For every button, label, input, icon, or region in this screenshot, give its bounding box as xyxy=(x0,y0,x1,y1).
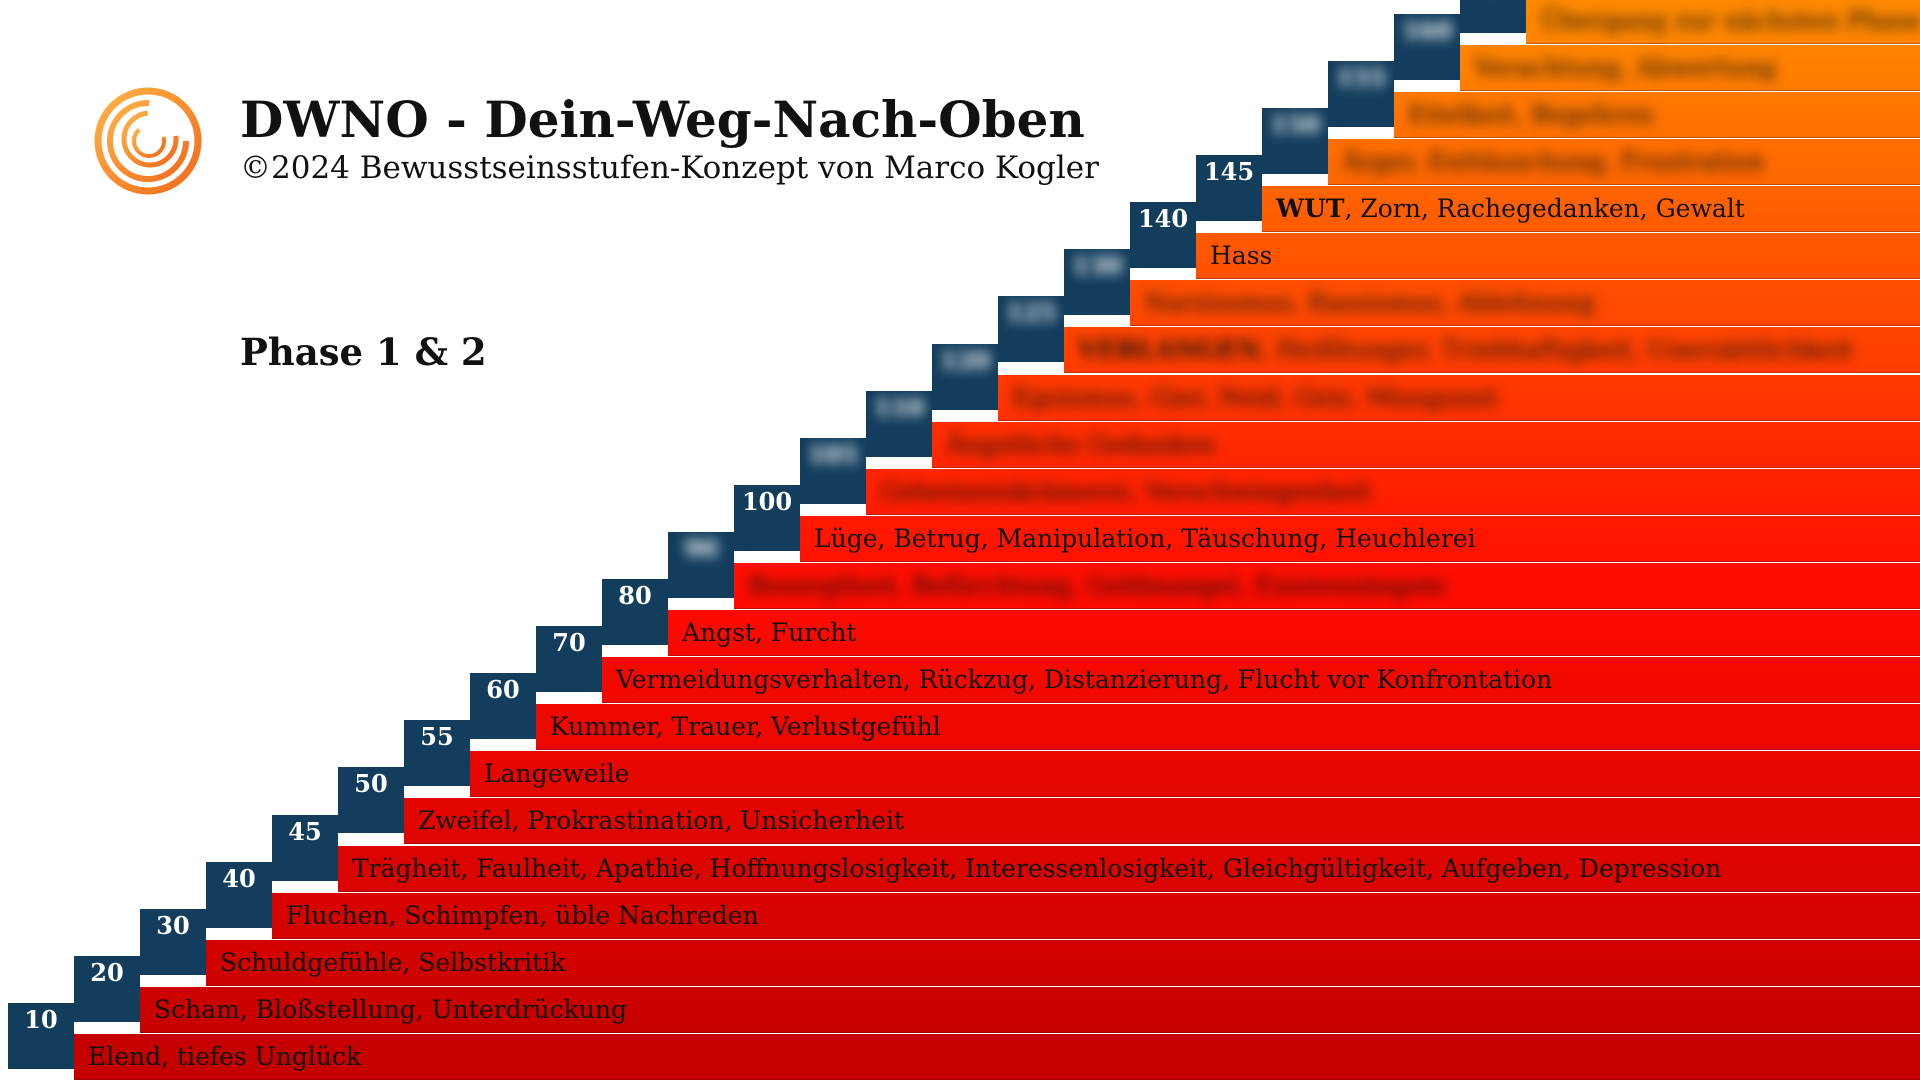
stair-level-number: 150 xyxy=(1269,110,1321,139)
stair-level-box: 60 xyxy=(470,673,536,739)
stair-row-bar: Eitelkeit, Begehren xyxy=(1394,92,1920,138)
stair-level-number: 160 xyxy=(1401,16,1453,45)
stair-level-number: 140 xyxy=(1137,204,1189,233)
stair-level-number: 90 xyxy=(684,534,718,563)
stair-row-bar: Kummer, Trauer, Verlustgefühl xyxy=(536,704,1920,750)
stair-row-bar: Elend, tiefes Unglück xyxy=(74,1034,1920,1080)
stair-level-box: 105 xyxy=(800,438,866,504)
stair-row-bar: Ärger, Enttäuschung, Frustration xyxy=(1328,139,1920,185)
stair-level-number: 145 xyxy=(1203,157,1255,186)
stair-level-box: 130 xyxy=(1064,249,1130,315)
stair-level-box: 70 xyxy=(536,626,602,692)
stair-level-box: 20 xyxy=(74,956,140,1022)
stair-description: Hass xyxy=(1210,241,1273,270)
stair-description: Angst, Furcht xyxy=(682,618,857,647)
stair-row-bar: Angst, Furcht xyxy=(668,610,1920,656)
stair-level-box: 140 xyxy=(1130,202,1196,268)
stair-level-number: 45 xyxy=(288,817,322,846)
stair-row-bar: Trägheit, Faulheit, Apathie, Hoffnungslo… xyxy=(338,846,1920,892)
stair-description: Elend, tiefes Unglück xyxy=(88,1042,362,1071)
stair-description: Zweifel, Prokrastination, Unsicherheit xyxy=(418,806,905,835)
stair-row-bar: Zweifel, Prokrastination, Unsicherheit xyxy=(404,798,1920,844)
stair-level-box: 50 xyxy=(338,767,404,833)
stair-level-number: 55 xyxy=(420,722,454,751)
stair-level-number: 155 xyxy=(1335,63,1387,92)
stair-level-number: 40 xyxy=(222,864,256,893)
stair-description: Egoismus, Gier, Neid, Geiz, Missgunst xyxy=(1012,383,1498,412)
stair-description: VERLANGEN, Heißhunger, Triebhaftigkeit, … xyxy=(1078,335,1854,364)
stair-level-box: 30 xyxy=(140,909,206,975)
stair-level-number: 80 xyxy=(618,581,652,610)
stair-row-bar: Vermeidungsverhalten, Rückzug, Distanzie… xyxy=(602,657,1920,703)
stair-row-bar: Übergang zur nächsten Phase xyxy=(1526,0,1920,44)
stair-level-number: 10 xyxy=(24,1005,58,1034)
stair-description: Lüge, Betrug, Manipulation, Täuschung, H… xyxy=(814,524,1476,553)
stair-description: Langeweile xyxy=(484,759,630,788)
stair-level-number: 110 xyxy=(873,393,925,422)
stair-level-box: 55 xyxy=(404,720,470,786)
stair-level-box: 150 xyxy=(1262,108,1328,174)
stair-row-bar: Scham, Bloßstellung, Unterdrückung xyxy=(140,987,1920,1033)
orange-spiral-logo-icon xyxy=(94,87,202,195)
stair-level-box: 40 xyxy=(206,862,272,928)
stair-row-bar: Fluchen, Schimpfen, üble Nachreden xyxy=(272,893,1920,939)
stair-description: Geheimniskrämerei, Verschwiegenheit xyxy=(880,477,1371,506)
stair-description: WUT, Zorn, Rachegedanken, Gewalt xyxy=(1276,194,1745,223)
stair-row-bar: Lüge, Betrug, Manipulation, Täuschung, H… xyxy=(800,516,1920,562)
stair-level-box: 80 xyxy=(602,579,668,645)
stair-level-number: 60 xyxy=(486,675,520,704)
stair-row-bar: Langeweile xyxy=(470,751,1920,797)
stair-level-box: 90 xyxy=(668,532,734,598)
stair-row-bar: Narzissmus, Rassismus, Ablehnung xyxy=(1130,280,1920,326)
stair-level-number: 120 xyxy=(939,346,991,375)
stair-row-bar: Hass xyxy=(1196,233,1920,279)
stair-row-bar: VERLANGEN, Heißhunger, Triebhaftigkeit, … xyxy=(1064,327,1920,373)
page-title: DWNO - Dein-Weg-Nach-Oben xyxy=(240,90,1085,149)
stair-description: Trägheit, Faulheit, Apathie, Hoffnungslo… xyxy=(352,854,1722,883)
stair-level-box: 145 xyxy=(1196,155,1262,221)
stair-description: Kummer, Trauer, Verlustgefühl xyxy=(550,712,941,741)
stair-description: Eitelkeit, Begehren xyxy=(1408,100,1654,129)
stair-level-box: 120 xyxy=(932,344,998,410)
stair-description: Besorgtheit, Befürchtung, Geldmangel, Ex… xyxy=(748,571,1447,600)
stair-level-box: ? xyxy=(1460,0,1526,33)
stair-description: Übergang zur nächsten Phase xyxy=(1540,6,1920,35)
stair-description: Schuldgefühle, Selbstkritik xyxy=(220,948,566,977)
stair-level-number: 125 xyxy=(1005,298,1057,327)
stair-level-number: 100 xyxy=(741,487,793,516)
stair-description: Fluchen, Schimpfen, üble Nachreden xyxy=(286,901,759,930)
stair-level-box: 155 xyxy=(1328,61,1394,127)
stair-level-number: 30 xyxy=(156,911,190,940)
stair-level-box: 110 xyxy=(866,391,932,457)
stair-level-number: 105 xyxy=(807,440,859,469)
stair-description: Vermeidungsverhalten, Rückzug, Distanzie… xyxy=(616,665,1553,694)
stair-level-number: 50 xyxy=(354,769,388,798)
stair-row-bar: Ängstliche Gedanken xyxy=(932,422,1920,468)
stair-row-bar: Verachtung, Abwertung xyxy=(1460,45,1920,91)
stair-row-bar: Schuldgefühle, Selbstkritik xyxy=(206,940,1920,986)
stair-level-number: 20 xyxy=(90,958,124,987)
stair-level-number: 130 xyxy=(1071,251,1123,280)
stair-description: Ärger, Enttäuschung, Frustration xyxy=(1342,147,1765,176)
stair-description: Ängstliche Gedanken xyxy=(946,430,1216,459)
stair-level-box: 45 xyxy=(272,815,338,881)
stair-level-box: 100 xyxy=(734,485,800,551)
stair-level-box: 10 xyxy=(8,1003,74,1069)
stair-level-box: 125 xyxy=(998,296,1064,362)
stair-description: Scham, Bloßstellung, Unterdrückung xyxy=(154,995,627,1024)
stair-row-bar: Egoismus, Gier, Neid, Geiz, Missgunst xyxy=(998,375,1920,421)
stair-row-bar: Geheimniskrämerei, Verschwiegenheit xyxy=(866,469,1920,515)
stair-level-box: 160 xyxy=(1394,14,1460,80)
stair-row-bar: Besorgtheit, Befürchtung, Geldmangel, Ex… xyxy=(734,563,1920,609)
stair-description: Verachtung, Abwertung xyxy=(1474,53,1777,82)
page-subtitle: ©2024 Bewusstseinsstufen-Konzept von Mar… xyxy=(240,150,1099,186)
stair-description: Narzissmus, Rassismus, Ablehnung xyxy=(1144,288,1595,317)
stair-row-bar: WUT, Zorn, Rachegedanken, Gewalt xyxy=(1262,186,1920,232)
phase-label: Phase 1 & 2 xyxy=(240,330,487,374)
stair-level-number: 70 xyxy=(552,628,586,657)
